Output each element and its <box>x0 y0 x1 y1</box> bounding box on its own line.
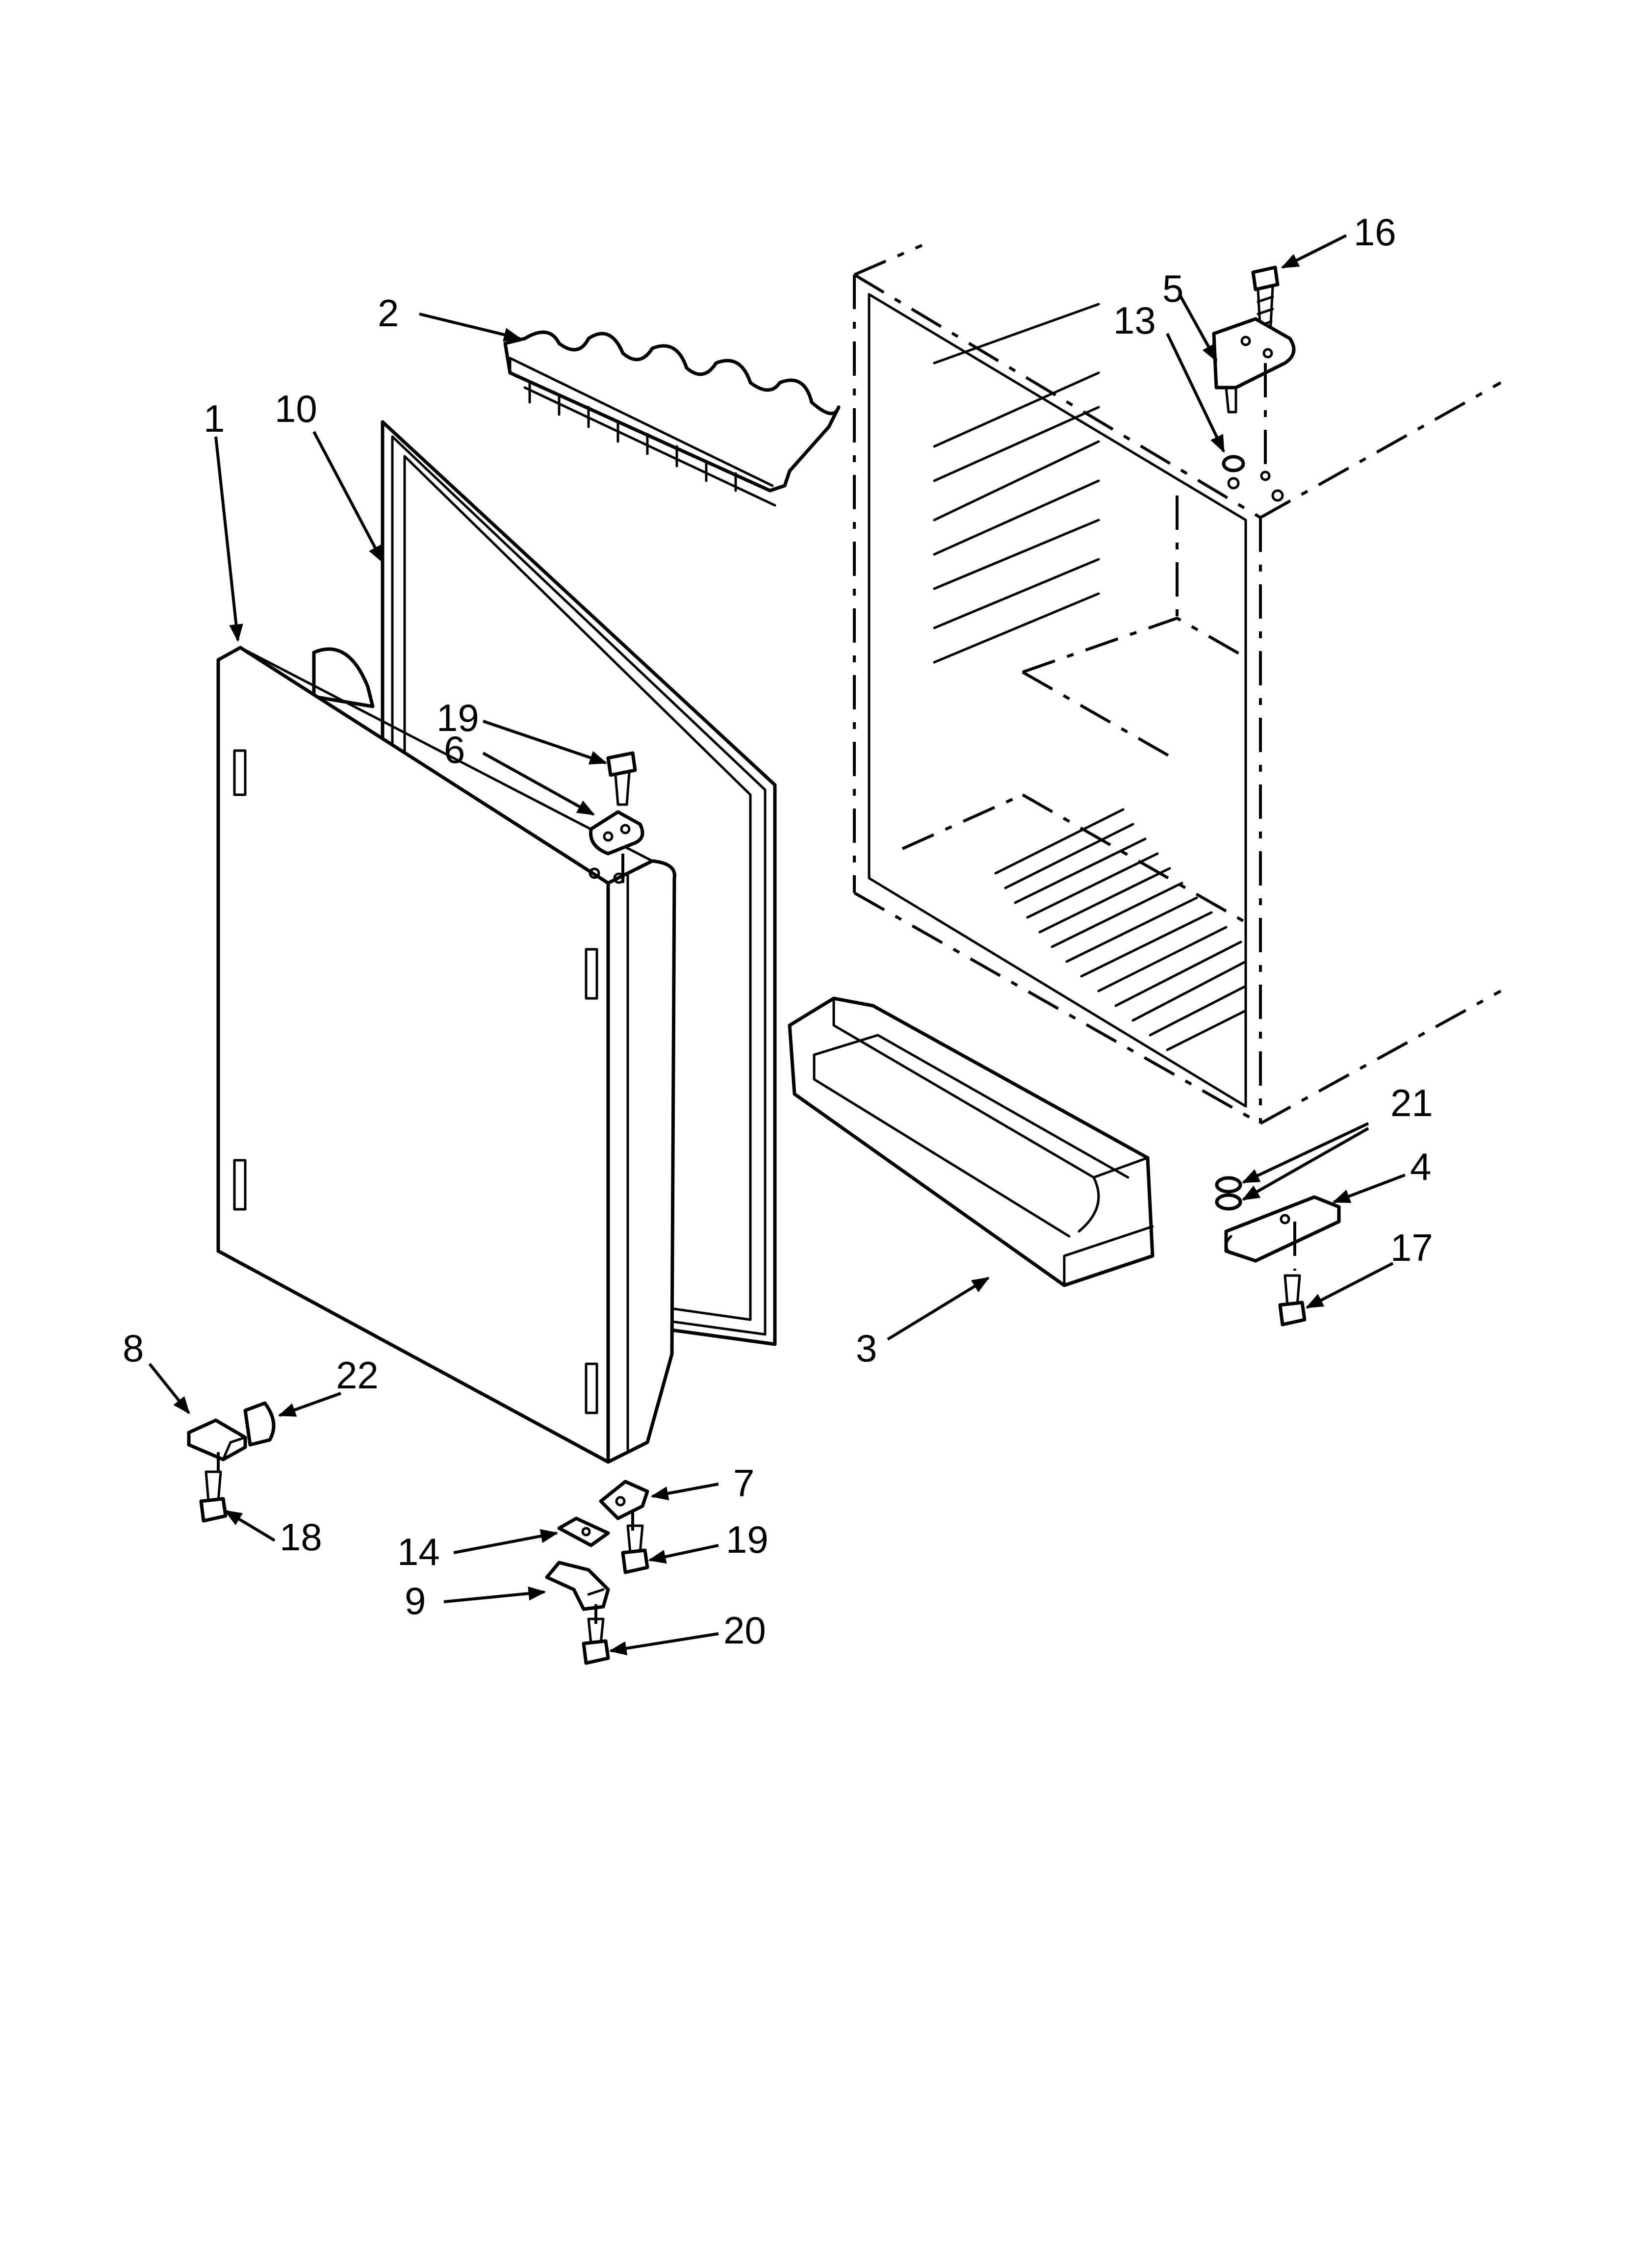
label-part-10: 10 <box>275 387 317 430</box>
part-19-screw-bottom <box>621 1524 649 1574</box>
label-part-3: 3 <box>856 1327 877 1370</box>
part-labels: 1 10 2 16 5 13 19 6 21 4 17 3 8 22 18 7 … <box>123 210 1433 1652</box>
label-part-8: 8 <box>123 1327 144 1370</box>
label-part-13: 13 <box>1113 299 1156 342</box>
part-5-hinge <box>1212 317 1296 471</box>
part-2-rack <box>503 330 841 507</box>
part-8-bracket <box>187 1418 247 1472</box>
part-3-door-bin <box>788 996 1155 1287</box>
part-18-screw <box>199 1470 228 1523</box>
part-1-door <box>216 646 676 1464</box>
label-part-17: 17 <box>1390 1226 1433 1269</box>
label-part-21: 21 <box>1390 1081 1433 1124</box>
part-19-screw-top <box>606 751 637 806</box>
cabinet <box>853 244 1502 1125</box>
part-7-hinge <box>599 1480 649 1531</box>
label-part-16: 16 <box>1354 210 1396 254</box>
part-17-screw <box>1278 1274 1307 1327</box>
part-4-bottom-hinge <box>1224 1195 1341 1271</box>
part-13-spacer <box>1222 455 1245 472</box>
label-part-14: 14 <box>397 1530 440 1573</box>
label-part-19-top: 19 <box>436 696 479 739</box>
part-22-plug <box>243 1401 276 1447</box>
label-part-1: 1 <box>204 397 225 440</box>
label-part-4: 4 <box>1410 1145 1431 1188</box>
part-6-hinge-pin <box>589 810 644 883</box>
label-part-7: 7 <box>733 1461 754 1505</box>
label-part-19-bottom: 19 <box>726 1518 769 1561</box>
label-part-2: 2 <box>378 291 399 335</box>
label-part-9: 9 <box>405 1579 426 1622</box>
part-14-shim <box>557 1516 610 1547</box>
label-part-6: 6 <box>444 728 465 771</box>
label-part-22: 22 <box>336 1354 379 1397</box>
wall-ribs <box>933 303 1100 664</box>
part-9-bracket <box>545 1561 610 1624</box>
floor-grill <box>994 808 1247 1051</box>
leader-lines <box>148 234 1406 1656</box>
part-21-washers <box>1215 1176 1242 1211</box>
part-20-screw <box>582 1617 610 1665</box>
label-part-5: 5 <box>1162 267 1183 310</box>
label-part-18: 18 <box>280 1515 322 1559</box>
label-part-20: 20 <box>723 1609 766 1652</box>
